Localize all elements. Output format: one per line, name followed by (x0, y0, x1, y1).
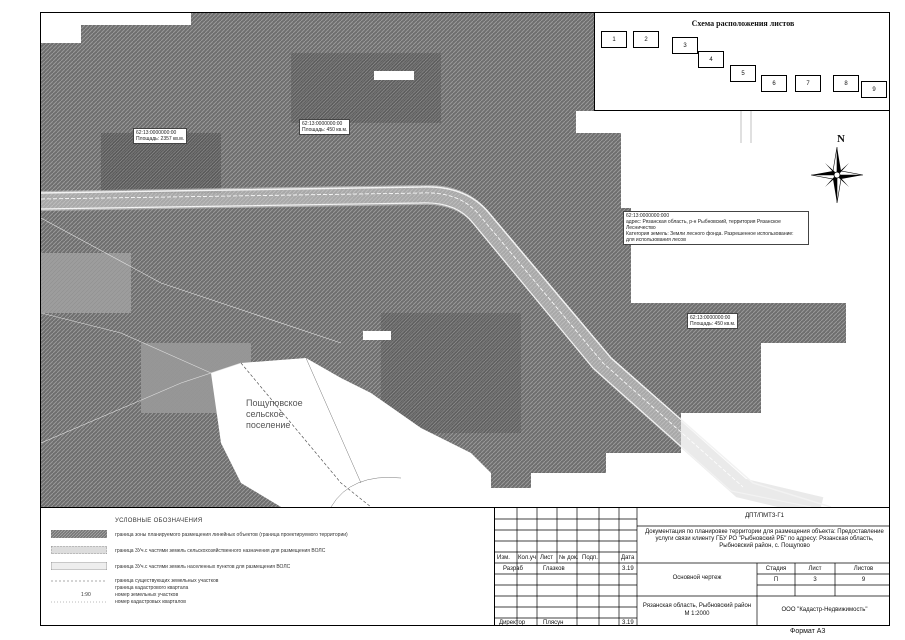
imagery-tile (381, 313, 521, 433)
imagery-tile (41, 253, 131, 313)
settlement-boundary (305, 357, 362, 484)
director-label: Директор (499, 620, 526, 626)
sheet-name: Основной чертеж (672, 575, 722, 581)
parcel-boundary (41, 362, 242, 444)
legend-title: УСЛОВНЫЕ ОБОЗНАЧЕНИЯ (115, 518, 203, 524)
map-canvas[interactable] (41, 13, 890, 626)
settlement-label: Пощуповское сельское поселение (246, 398, 303, 430)
title-block: ДПТ/ПМТЗ-Г1 Документация по планировке т… (494, 507, 889, 626)
scheme-sheet-6[interactable]: 6 (761, 75, 787, 92)
legend-swatch-zone (51, 530, 107, 538)
scheme-sheet-4[interactable]: 4 (698, 51, 724, 68)
parcel-boundary (41, 217, 342, 344)
legend-item: граница 3Уч.с частями земель сельскохозя… (115, 548, 326, 554)
legend: УСЛОВНЫЕ ОБОЗНАЧЕНИЯ граница зоны планир… (41, 507, 494, 625)
stage-label: Стадия (765, 566, 787, 572)
director-date: 3.19 (622, 620, 634, 626)
legend-item: номер кадастровых кварталов (115, 599, 186, 605)
razrab-name: Глазков (543, 566, 565, 572)
scheme-sheet-3[interactable]: 3 (672, 37, 698, 54)
parcel-label: 62:13:0000000:00 Площадь: 450 кв.м. (687, 313, 739, 329)
sheet-label: Лист (808, 566, 822, 572)
compass-rose-icon (810, 146, 864, 204)
legend-sample-number: 1:90 (81, 592, 91, 598)
road-edge (41, 186, 832, 508)
col-header-izm: Изм. (497, 555, 510, 561)
title-block-grid (495, 508, 889, 625)
stage-value: П (773, 577, 779, 583)
scheme-title: Схема расположения листов (691, 19, 795, 28)
parcel-label: 62:13:0000000:00 Площадь: 450 кв.м. (299, 119, 351, 135)
scale-text: М 1:2000 (684, 611, 710, 617)
scheme-sheet-8[interactable]: 8 (833, 75, 859, 92)
parcel-label: 62:13:0000000:00 Площадь: 2357 кв.м. (133, 128, 188, 144)
drawing-sheet: Схема расположения листов 1 2 3 4 5 6 7 … (40, 12, 890, 626)
col-header-list: Лист (540, 555, 554, 561)
parcel-info-label: 62:13:0000000:000 адрес: Рязанская облас… (623, 211, 809, 245)
projected-line (41, 192, 744, 488)
settlement-boundary (240, 362, 372, 508)
parcel-boundary (330, 477, 402, 508)
settlement-area (211, 358, 491, 507)
company-name: ООО "Кадастр-Недвижимость" (781, 607, 868, 613)
col-header-koluch: Кол.уч (518, 555, 536, 561)
sheets-label: Листов (853, 566, 874, 572)
drawing-code: ДПТ/ПМТЗ-Г1 (745, 513, 784, 519)
map-label-box (374, 71, 414, 80)
scheme-sheet-7[interactable]: 7 (795, 75, 821, 92)
razrab-label: Разраб (503, 566, 523, 572)
legend-swatch-parcel (51, 580, 107, 582)
sheet-layout-scheme: Схема расположения листов 1 2 3 4 5 6 7 … (594, 13, 889, 111)
legend-item: номер земельных участков (115, 592, 179, 598)
col-header-podp: Подп. (582, 555, 598, 561)
imagery-tile (291, 53, 441, 123)
document-title: Документация по планировке территории дл… (645, 529, 884, 549)
director-name: Плясун (543, 620, 564, 626)
scheme-sheet-2[interactable]: 2 (633, 31, 659, 48)
map-label-box (363, 331, 391, 340)
scheme-sheet-1[interactable]: 1 (601, 31, 627, 48)
parcel-boundary (41, 312, 212, 374)
region-text: Рязанская область, Рыбновский район (642, 603, 752, 609)
scheme-sheet-9[interactable]: 9 (861, 81, 887, 98)
legend-item: граница зоны планируемого размещения лин… (115, 532, 348, 538)
scheme-sheet-5[interactable]: 5 (730, 65, 756, 82)
legend-swatch-settlement (51, 562, 107, 570)
road-corridor (41, 184, 824, 517)
legend-swatch-agri (51, 546, 107, 554)
legend-item: граница существующих земельных участков (115, 578, 219, 584)
sheets-value: 9 (861, 577, 866, 583)
col-header-data: Дата (621, 555, 635, 561)
col-header-ndoc: № док. (559, 555, 579, 561)
legend-item: граница кадастрового квартала (115, 585, 189, 591)
legend-item: граница 3Уч.с частями земель населенных … (115, 564, 291, 570)
sheet-value: 3 (813, 577, 817, 583)
road-edge (41, 202, 812, 508)
legend-swatch-quarter (51, 601, 107, 603)
razrab-date: 3.19 (622, 566, 634, 572)
north-label: N (837, 133, 845, 145)
paper-format-label: Формат А3 (790, 628, 826, 635)
